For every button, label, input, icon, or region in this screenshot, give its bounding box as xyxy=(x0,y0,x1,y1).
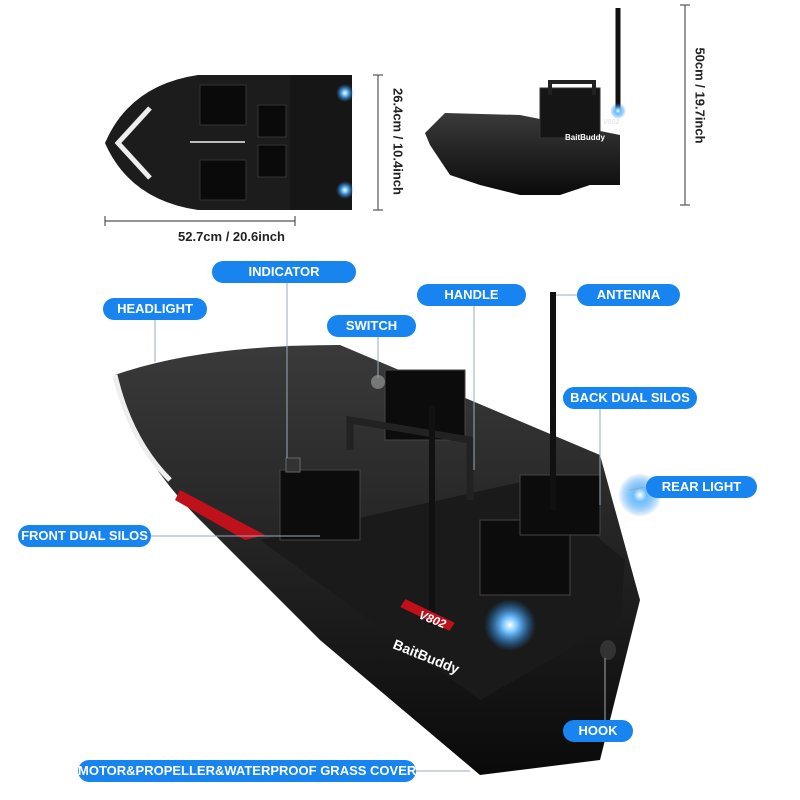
length-dimension: 52.7cm / 20.6inch xyxy=(178,229,285,244)
motor-label: MOTOR&PROPELLER&WATERPROOF GRASS COVER xyxy=(78,760,416,782)
handle-label: HANDLE xyxy=(417,284,526,306)
front-silos-label: FRONT DUAL SILOS xyxy=(18,525,151,547)
side-model-text: V802 xyxy=(603,119,619,126)
antenna-label: ANTENNA xyxy=(577,284,680,306)
height-dimension: 50cm / 19.7inch xyxy=(692,47,708,144)
headlight-label: HEADLIGHT xyxy=(103,298,207,320)
top-view-boat xyxy=(105,75,354,210)
side-view-boat: V802 BaitBuddy xyxy=(425,8,626,195)
side-brand-text: BaitBuddy xyxy=(565,133,606,142)
indicator-label: INDICATOR xyxy=(212,261,356,283)
switch-label: SWITCH xyxy=(327,315,416,337)
callout-lines xyxy=(151,283,647,772)
hook-label: HOOK xyxy=(563,720,633,742)
rear-light-label: REAR LIGHT xyxy=(646,476,757,498)
main-boat: V802 BaitBuddy xyxy=(112,292,662,775)
dimension-lines xyxy=(104,4,690,226)
back-silos-label: BACK DUAL SILOS xyxy=(563,387,697,409)
width-dimension: 26.4cm / 10.4inch xyxy=(390,88,406,195)
